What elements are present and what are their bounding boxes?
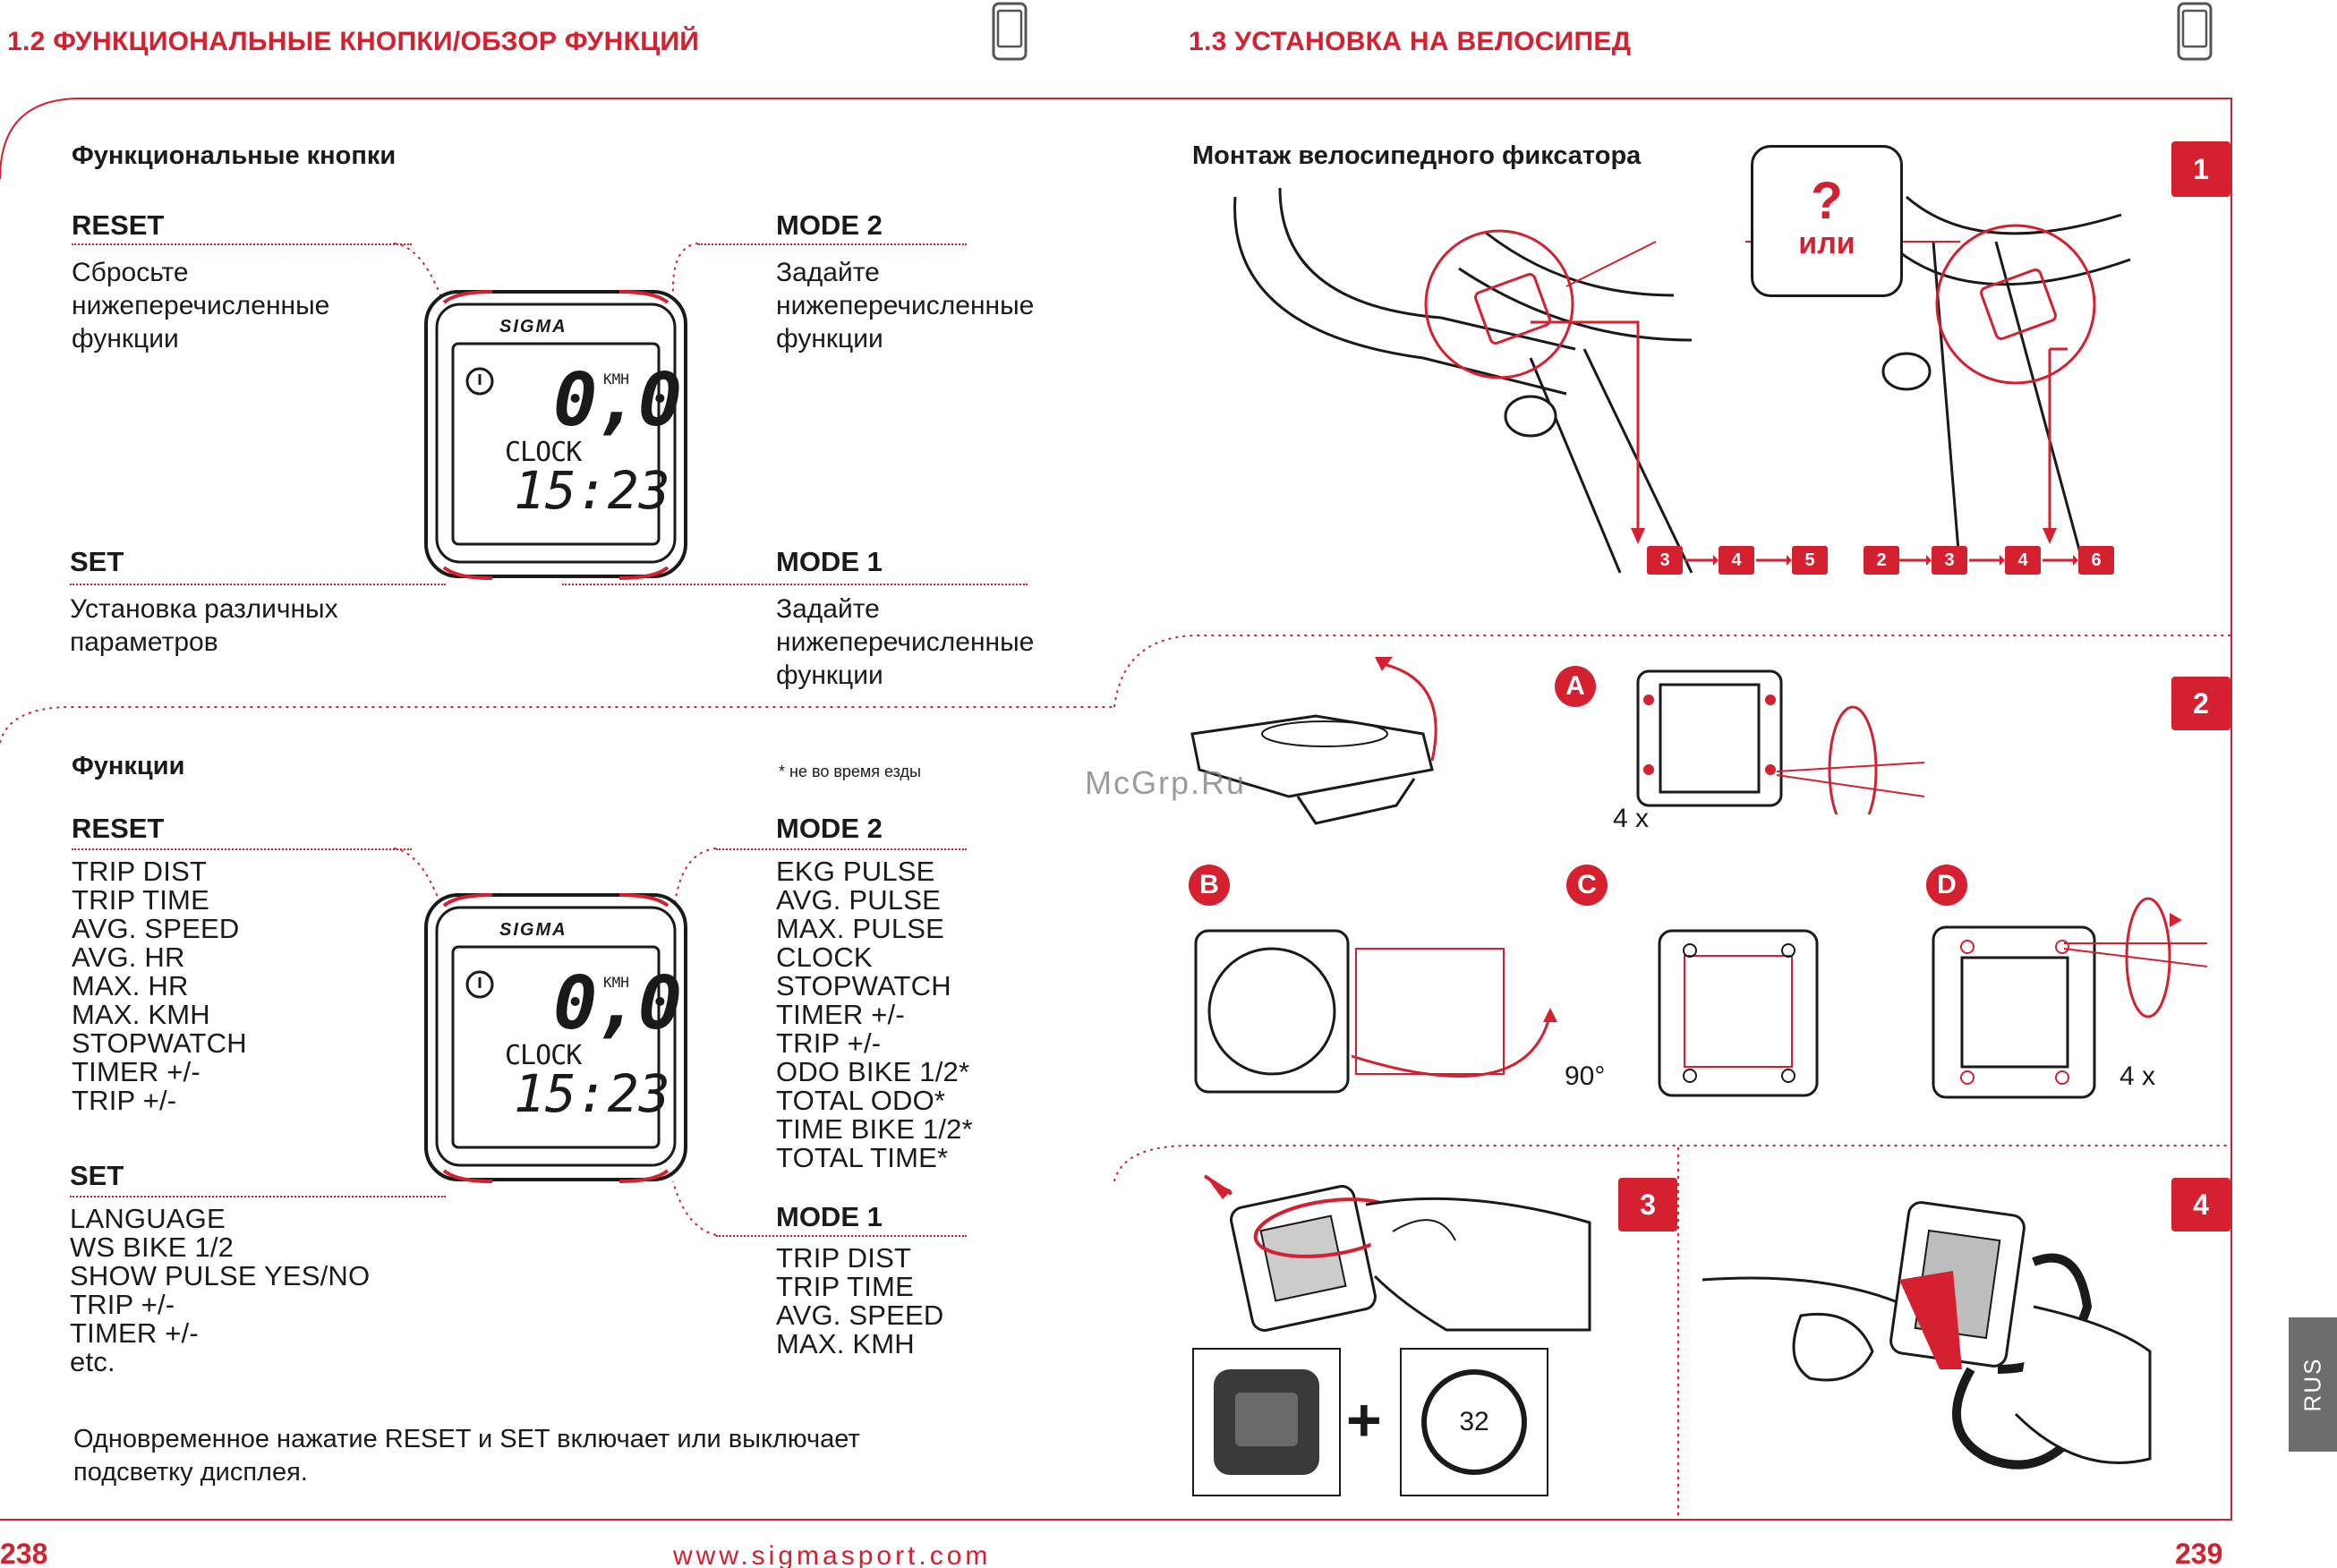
step-left-5: 5 (1792, 546, 1828, 575)
letter-d: D (1926, 865, 1967, 906)
letter-a: A (1555, 666, 1596, 707)
bike-computer-top: SIGMA 0,0 KMH CLOCK 15:23 (421, 285, 691, 585)
connector-lines-top (393, 243, 699, 296)
letter-b: B (1189, 865, 1230, 906)
functions-heading: Функции (72, 752, 185, 780)
set-title: SET (70, 546, 124, 577)
reset-desc: Сбросьте нижеперечисленные функции (72, 258, 330, 354)
language-tab-rus: RUS (2289, 1317, 2337, 1452)
mode2-desc: Задайте нижеперечисленные функции (776, 258, 1035, 354)
step-left-4: 4 (1719, 546, 1754, 575)
times-4-a: 4 x (1613, 804, 1650, 833)
device-unit: KMH (603, 371, 629, 388)
magnet-number: 32 (1459, 1407, 1489, 1436)
step-right-6: 6 (2078, 546, 2114, 575)
note-not-while-riding: * не во время езды (779, 763, 921, 780)
bottom-note: Одновременное нажатие RESET и SET включа… (73, 1425, 860, 1487)
watermark: McGrp.Ru (1085, 764, 1247, 801)
device-unit: KMH (603, 974, 629, 991)
device-speed: 0,0 (553, 961, 682, 1046)
bike-computer-bottom: SIGMA 0,0 KMH CLOCK 15:23 (421, 888, 691, 1189)
bracket-c-illustration (1658, 929, 1819, 1097)
reset-title: RESET (72, 209, 165, 241)
fn-set-list: LANGUAGE WS BIKE 1/2 SHOW PULSE YES/NO T… (70, 1203, 371, 1377)
section-badge-1: 1 (2171, 141, 2230, 197)
device-time: 15:23 (514, 460, 670, 521)
device-icon (2177, 2, 2213, 61)
left-section-title: 1.2 ФУНКЦИОНАЛЬНЫЕ КНОПКИ/ОБЗОР ФУНКЦИЙ (7, 27, 700, 56)
set-desc: Установка различных параметров (70, 594, 338, 657)
device-speed: 0,0 (553, 358, 682, 443)
footer-url[interactable]: www.sigmasport.com (673, 1541, 992, 1568)
device-brand: SIGMA (499, 317, 567, 337)
step-right-2: 2 (1864, 546, 1899, 575)
question-box: ? или (1751, 145, 1903, 297)
device-label: CLOCK (505, 437, 582, 468)
fn-reset-list: TRIP DIST TRIP TIME AVG. SPEED AVG. HR M… (72, 856, 247, 1116)
times-4-d: 4 x (2120, 1061, 2156, 1091)
left-page-number: 238 (0, 1538, 48, 1568)
magnet-thumbnail: 32 (1400, 1348, 1548, 1496)
step-right-4: 4 (2005, 546, 2041, 575)
right-section-title: 1.3 УСТАНОВКА НА ВЕЛОСИПЕД (1189, 27, 1632, 56)
section-badge-4: 4 (2171, 1178, 2230, 1231)
mount-heading: Монтаж велосипедного фиксатора (1192, 141, 1642, 170)
step-arrows (1685, 555, 2078, 566)
device-label: CLOCK (505, 1040, 582, 1071)
right-page-number: 239 (2175, 1538, 2223, 1568)
sensor-thumbnail (1192, 1348, 1341, 1496)
question-mark: ? (1811, 172, 1843, 230)
fn-set-title: SET (70, 1160, 124, 1191)
device-icon (992, 2, 1028, 61)
fn-mode1-list: TRIP DIST TRIP TIME AVG. SPEED MAX. KMH (776, 1242, 944, 1359)
installation-step-4-illustration (1702, 1201, 2152, 1470)
fn-mode2-list: EKG PULSE AVG. PULSE MAX. PULSE CLOCK ST… (776, 856, 973, 1173)
bracket-b-illustration (1194, 929, 1557, 1094)
mode1-title: MODE 1 (776, 546, 883, 577)
connector-lines-bottom (393, 848, 717, 1236)
fn-mode1-title: MODE 1 (776, 1201, 883, 1232)
section-badge-2: 2 (2171, 677, 2230, 730)
fn-reset-title: RESET (72, 813, 165, 844)
device-brand: SIGMA (499, 920, 567, 940)
installation-step-3-illustration (1203, 1174, 1591, 1332)
or-text: или (1798, 226, 1855, 260)
mode2-title: MODE 2 (776, 209, 883, 241)
device-time: 15:23 (514, 1063, 670, 1124)
handlebar-mount-illustration (1233, 187, 2131, 574)
fn-mode2-title: MODE 2 (776, 813, 883, 844)
step-left-3: 3 (1647, 546, 1683, 575)
section-badge-3: 3 (1618, 1178, 1677, 1231)
angle-90: 90° (1565, 1061, 1606, 1091)
bracket-a-illustration (1636, 669, 1925, 814)
bracket-rotation-illustration (1190, 657, 1437, 825)
plus-sign: + (1346, 1386, 1382, 1454)
language-tab-label: RUS (2299, 1357, 2326, 1412)
buttons-heading: Функциональные кнопки (72, 141, 397, 170)
mode1-desc: Задайте нижеперечисленные функции (776, 594, 1035, 690)
step-right-3: 3 (1932, 546, 1967, 575)
letter-c: C (1566, 865, 1608, 906)
bracket-d-illustration (1932, 897, 2208, 1099)
